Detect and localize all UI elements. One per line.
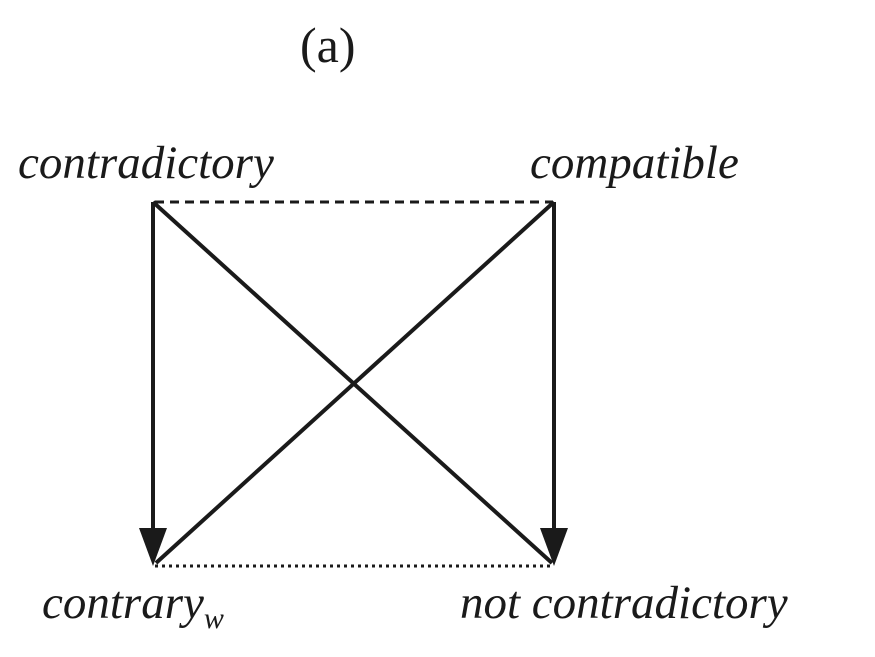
arrowhead-left <box>139 528 167 566</box>
diagram-title: (a) <box>300 17 356 73</box>
edge-diagonal-2 <box>154 200 556 565</box>
arrowhead-right <box>540 528 568 566</box>
node-compatible: compatible <box>530 137 739 189</box>
node-contrary-w: contraryw <box>42 580 224 634</box>
node-contrary-subscript: w <box>203 602 224 635</box>
node-contrary-label: contrary <box>42 577 204 629</box>
node-contradictory: contradictory <box>18 137 274 189</box>
node-not-contradictory: not contradictory <box>460 577 788 629</box>
